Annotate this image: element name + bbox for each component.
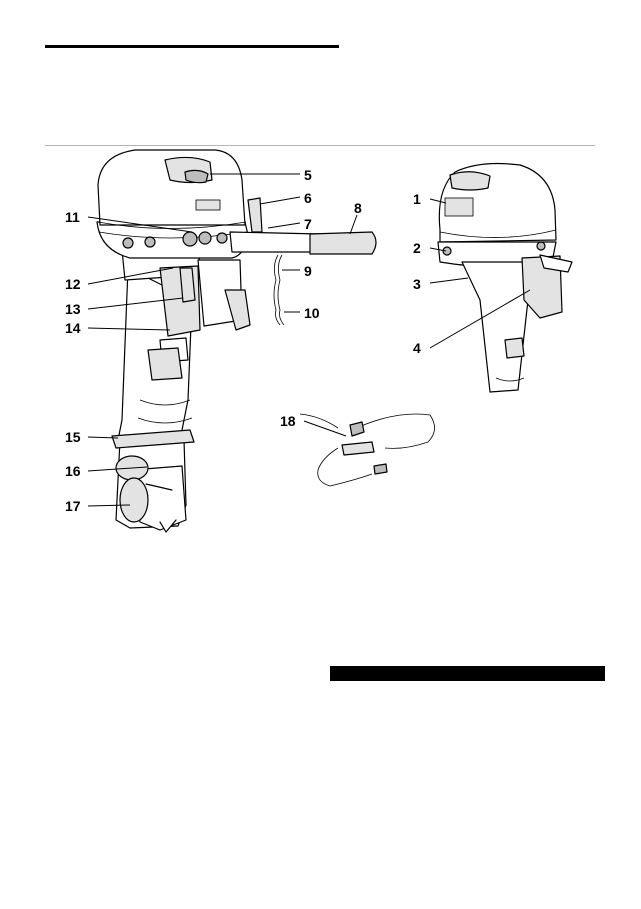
callout-12: 12 [65,276,81,292]
callout-6: 6 [304,190,312,206]
callout-17: 17 [65,498,81,514]
callout-16: 16 [65,463,81,479]
callout-11: 11 [65,209,80,225]
title-underline [45,45,339,48]
section-heading-bar [330,666,605,681]
callout-9: 9 [304,263,312,279]
main-motor-illustration [96,149,377,533]
cable-kit-illustration [299,413,435,487]
section-divider [45,145,595,146]
callout-15: 15 [65,429,81,445]
callout-5: 5 [304,167,312,183]
callout-7: 7 [304,216,312,232]
callout-18: 18 [280,413,296,429]
callout-10: 10 [304,305,320,321]
callout-labels: 1 2 3 4 5 6 7 8 9 10 11 12 13 14 15 16 1… [65,167,421,514]
callout-13: 13 [65,301,81,317]
callout-2: 2 [413,240,421,256]
callout-8: 8 [354,200,362,216]
callout-3: 3 [413,276,421,292]
callout-4: 4 [413,340,421,356]
leader-lines [87,173,531,507]
callout-14: 14 [65,320,81,336]
callout-1: 1 [413,191,421,207]
rear-motor-illustration [437,162,573,393]
